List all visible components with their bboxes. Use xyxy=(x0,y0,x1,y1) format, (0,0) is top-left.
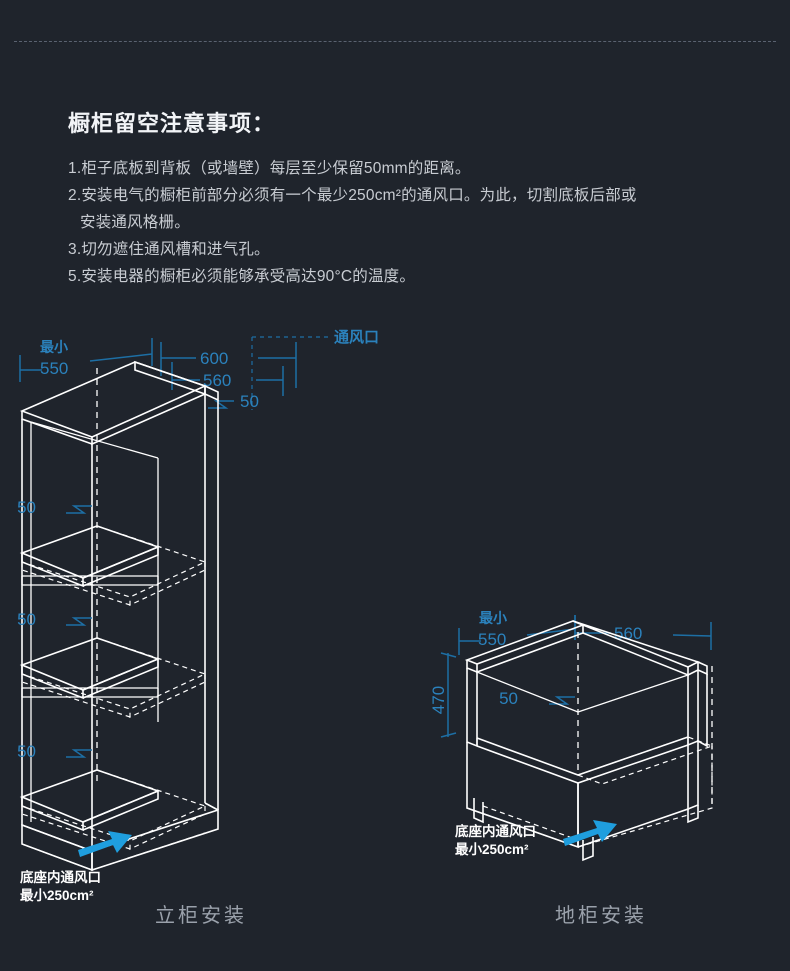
base-cabinet-diagram: 最小 550 560 470 xyxy=(429,610,714,862)
airflow-arrow-right xyxy=(563,820,617,846)
cabinet-top-panel-back-edge xyxy=(134,360,206,396)
cabinet-upper-back-line xyxy=(30,421,159,459)
note-item-5: 5.安装电器的橱柜必须能够承受高达90°C的温度。 xyxy=(68,268,416,285)
caption-base-cabinet: 地柜安装 xyxy=(555,905,647,927)
base-plinth-hidden-line xyxy=(482,805,579,841)
dim-label-min-right: 最小 xyxy=(479,610,507,626)
dim-label-560: 560 xyxy=(203,371,231,390)
cabinet-shelf-1 xyxy=(19,525,207,606)
note-item-4: 3.切勿遮住通风槽和进气孔。 xyxy=(68,241,270,258)
base-vent-label-line2-left: 最小250cm² xyxy=(20,888,94,903)
dim-label-550-left: 550 xyxy=(40,359,68,378)
cabinet-top-front-edge xyxy=(91,393,206,446)
cabinet-left-panel xyxy=(21,419,93,853)
dim-top-gap-50: 50 xyxy=(208,392,259,411)
base-interior-back-right xyxy=(577,674,689,713)
page-title: 橱柜留空注意事项： xyxy=(68,111,276,136)
dim-label-50-right: 50 xyxy=(499,689,518,708)
dim-shelf-gap-1: 50 xyxy=(17,498,92,517)
base-right-post-outer xyxy=(697,674,708,748)
base-hidden-bottom-right xyxy=(577,746,713,848)
base-left-panel xyxy=(466,668,478,748)
dim-inner-width-560: 560 xyxy=(171,362,284,396)
note-item-1: 1.柜子底板到背板（或墙壁）每层至少保留50mm的距离。 xyxy=(68,160,471,177)
dim-label-600: 600 xyxy=(200,349,228,368)
dim-back-gap-50-right: 50 xyxy=(499,689,575,708)
cabinet-top-left-edge xyxy=(21,411,93,445)
cabinet-diagrams-svg: .ln { stroke:#ffffff; stroke-width:1.6; … xyxy=(17,329,714,903)
base-vent-label-line1-right: 底座内通风口 xyxy=(455,823,536,839)
dim-label-shelf-50-1: 50 xyxy=(17,498,36,517)
base-foot-left xyxy=(473,798,484,824)
base-interior-back-left xyxy=(476,671,579,713)
vent-callout-label: 通风口 xyxy=(334,329,379,346)
base-foot-center xyxy=(582,837,594,862)
cabinet-plinth xyxy=(21,808,219,872)
note-item-2: 2.安装电气的橱柜前部分必须有一个最少250cm²的通风口。为此，切割底板后部或 xyxy=(68,187,637,204)
dim-label-550-right: 550 xyxy=(478,630,506,649)
dim-outer-width-600: 600 xyxy=(160,342,297,388)
dim-shelf-gap-2: 50 xyxy=(17,610,92,629)
dim-shelf-gap-3: 50 xyxy=(17,742,92,761)
cabinet-right-post-bottom xyxy=(204,802,219,811)
cabinet-bottom-shelf xyxy=(19,769,207,850)
top-divider xyxy=(14,41,776,42)
dim-label-shelf-50-3: 50 xyxy=(17,742,36,761)
tall-cabinet-diagram: 600 560 通风口 xyxy=(17,329,379,903)
dim-label-shelf-50-2: 50 xyxy=(17,610,36,629)
dim-label-top-50: 50 xyxy=(240,392,259,411)
vent-callout-leader xyxy=(251,336,330,410)
base-vent-label-line1-left: 底座内通风口 xyxy=(20,869,101,885)
base-top-right-thickness xyxy=(687,669,699,676)
cabinet-shelf-2 xyxy=(19,637,207,718)
dim-label-min-left: 最小 xyxy=(40,339,68,355)
caption-tall-cabinet: 立柜安装 xyxy=(155,905,247,927)
base-hidden-bottom-left xyxy=(466,807,579,848)
notes-list: 1.柜子底板到背板（或墙壁）每层至少保留50mm的距离。 2.安装电气的橱柜前部… xyxy=(68,155,768,290)
diagrams-area: .ln { stroke:#ffffff; stroke-width:1.6; … xyxy=(0,310,790,910)
base-right-post xyxy=(687,670,699,747)
base-foot-right xyxy=(687,805,699,824)
base-top-left-thickness xyxy=(476,625,584,674)
base-vent-label-line2-right: 最小250cm² xyxy=(455,842,529,857)
base-top-right-corner xyxy=(697,660,708,676)
dim-label-560-right: 560 xyxy=(614,624,642,643)
dim-height-470-right: 470 xyxy=(429,652,457,738)
airflow-arrow-left xyxy=(78,831,132,857)
note-item-3: 安装通风格栅。 xyxy=(80,214,190,231)
dim-label-470: 470 xyxy=(429,686,448,714)
base-front-lower-right-edge xyxy=(687,741,699,810)
dim-depth-550 xyxy=(19,338,153,382)
